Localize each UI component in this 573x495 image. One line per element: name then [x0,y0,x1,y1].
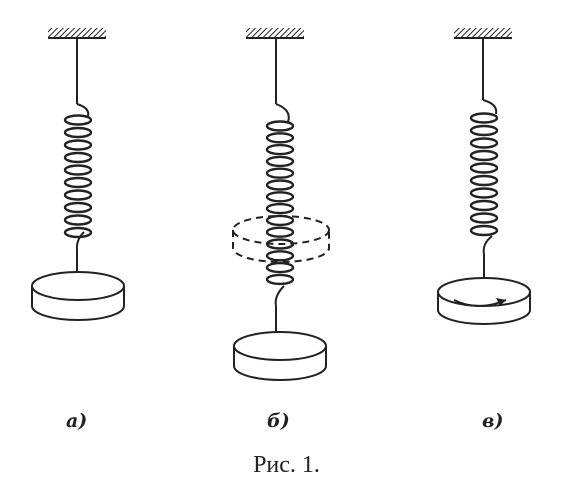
spring-coil [265,167,295,179]
spring-coil [63,139,93,151]
spring-coil [265,226,295,238]
spring-coil [265,214,295,227]
panel-c [437,28,531,325]
spring-coil [265,191,295,203]
spring-coil [63,164,93,176]
spring-coil [265,250,295,262]
spring-coil [63,114,93,126]
panel-a [31,28,125,321]
spring-coil [469,199,499,212]
spring-coil [265,273,295,286]
spring-coil [469,149,499,162]
spring-coil [265,202,295,215]
spring-coil [469,162,499,174]
subfigure-label-a: а) [66,410,88,432]
spring-coil [265,132,295,144]
spring-coil [265,179,295,191]
spring-coil [469,224,499,237]
spring-c [469,99,499,255]
spring-coil [63,126,93,139]
subfigure-label-b: б) [267,410,290,432]
spring-coil [265,120,295,132]
spring-coil [469,174,499,187]
spring-coil [63,214,93,226]
spring-coil [63,176,93,189]
spring-coil [265,261,295,274]
spring-a [63,103,93,251]
spring-coil [63,189,93,201]
ceiling-mount-b [246,28,304,38]
spring-coil [469,112,499,124]
spring-coil [469,137,499,149]
ceiling-mount-c [454,28,512,38]
spring-coil [265,238,295,250]
spring-b [265,103,295,307]
subfigure-label-c: в) [482,410,504,432]
spring-coil [469,124,499,137]
spring-coil [469,212,499,224]
figure-caption: Рис. 1. [253,452,320,478]
spring-coil [63,226,93,239]
panel-b [232,28,330,381]
spring-coil [265,143,295,156]
spring-coil [469,187,499,199]
disk-weight-a [31,271,125,321]
ceiling-mount-a [48,28,106,38]
spring-coil [63,201,93,214]
spring-coil [63,151,93,164]
disk-weight-b [233,331,327,381]
disk-weight-c [437,277,531,325]
rotation-arrow-icon [453,298,507,307]
spring-coil [265,155,295,168]
